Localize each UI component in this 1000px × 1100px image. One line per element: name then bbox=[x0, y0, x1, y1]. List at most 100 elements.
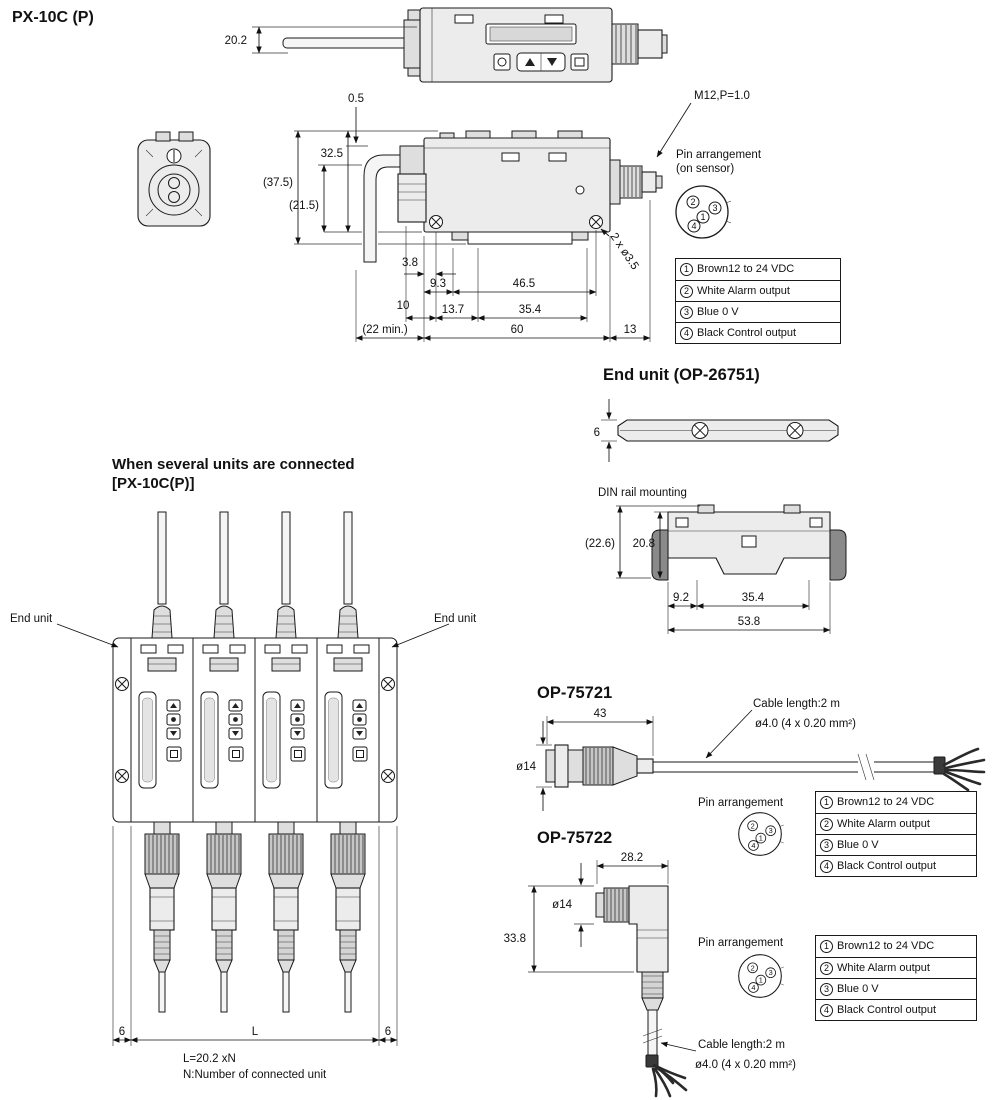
dim-6-left: 6 bbox=[119, 1026, 125, 1038]
multi-unit-heading-2: [PX-10C(P)] bbox=[112, 475, 195, 492]
op75722-pin-title: Pin arrangement bbox=[698, 937, 784, 949]
cable-length-label: Cable length:2 m bbox=[698, 1039, 785, 1051]
cable-length-label: Cable length:2 m bbox=[753, 698, 840, 710]
table-row: 1 Brown12 to 24 VDC bbox=[816, 792, 976, 813]
pin-label: Black Control output bbox=[697, 326, 797, 339]
dim-28-2: 28.2 bbox=[621, 852, 643, 864]
dim-43: 43 bbox=[594, 708, 607, 720]
bent-cable bbox=[363, 154, 401, 263]
cable-break-mark bbox=[857, 753, 875, 781]
table-row: 2 White Alarm output bbox=[676, 280, 840, 301]
table-row: 2 White Alarm output bbox=[816, 957, 976, 978]
op75722-heading: OP-75722 bbox=[537, 829, 612, 847]
dim-9-2: 9.2 bbox=[673, 592, 689, 604]
table-row: 3 Blue 0 V bbox=[816, 978, 976, 999]
pin-number-badge: 4 bbox=[820, 859, 833, 873]
pin-label: Black Control output bbox=[837, 859, 937, 872]
length-formula: L=20.2 xN bbox=[183, 1053, 236, 1065]
cable-spec-label: ø4.0 (4 x 0.20 mm²) bbox=[755, 718, 856, 730]
din-clip-right bbox=[829, 529, 847, 581]
pin-arrangement-title: Pin arrangement bbox=[676, 149, 762, 161]
set-button bbox=[570, 53, 589, 71]
frayed-cable-end bbox=[645, 1054, 659, 1068]
table-row: 4 Black Control output bbox=[676, 322, 840, 343]
end-unit-label-right: End unit bbox=[434, 613, 477, 625]
pin-number-badge: 4 bbox=[820, 1003, 833, 1017]
pin-arrangement-sensor: Pin arrangement (on sensor) bbox=[675, 149, 762, 239]
dim-13: 13 bbox=[624, 324, 637, 336]
op75721-section: OP-75721 43 ø14 Cable length:2 m ø4.0 (4… bbox=[516, 684, 986, 856]
table-row: 4 Black Control output bbox=[816, 855, 976, 876]
dim-9-3: 9.3 bbox=[430, 278, 446, 290]
multi-unit-section: When several units are connected [PX-10C… bbox=[10, 456, 477, 1081]
dim-13-7: 13.7 bbox=[442, 304, 464, 316]
pin-number-badge: 2 bbox=[820, 961, 833, 975]
pin-number-badge: 1 bbox=[820, 940, 833, 953]
pin-label: Blue 0 V bbox=[837, 838, 879, 851]
dim-dia14: ø14 bbox=[552, 899, 572, 911]
op75722-section: OP-75722 28.2 ø14 33.8 Pin arrangement bbox=[504, 829, 796, 1098]
m12-socket-flange bbox=[554, 744, 569, 788]
connector-knurl bbox=[603, 887, 630, 923]
pin-label: White Alarm output bbox=[837, 961, 930, 974]
dim-32-5: 32.5 bbox=[321, 148, 343, 160]
dim-60: 60 bbox=[511, 324, 524, 336]
table-row: 1 Brown12 to 24 VDC bbox=[676, 259, 840, 280]
mounting-screw-right bbox=[589, 215, 603, 229]
dim-dia14: ø14 bbox=[516, 761, 536, 773]
pin-label: Brown12 to 24 VDC bbox=[837, 796, 935, 808]
elbow-body bbox=[628, 885, 669, 973]
dim-35-4-end: 35.4 bbox=[742, 592, 765, 604]
mode-button bbox=[493, 53, 511, 71]
m12-connector-knurl bbox=[619, 165, 643, 199]
holes-label: 2 x ø3.5 bbox=[608, 231, 641, 272]
pin-arrangement-subtitle: (on sensor) bbox=[676, 163, 734, 175]
pin-label: Blue 0 V bbox=[697, 305, 739, 318]
sensor-top-view: 20.2 bbox=[225, 7, 668, 83]
sensor-body-side bbox=[423, 137, 611, 233]
thread-label: M12,P=1.0 bbox=[694, 90, 750, 102]
op75721-heading: OP-75721 bbox=[537, 684, 612, 702]
fiber-cable bbox=[282, 37, 414, 49]
dim-20-2: 20.2 bbox=[225, 35, 247, 47]
dim-35-4: 35.4 bbox=[519, 304, 542, 316]
op75721-pin-title: Pin arrangement bbox=[698, 797, 784, 809]
pin-label: Brown12 to 24 VDC bbox=[697, 263, 795, 275]
end-unit-heading: End unit (OP-26751) bbox=[603, 366, 760, 384]
pin-number-badge: 1 bbox=[820, 796, 833, 809]
cable-break-mark bbox=[642, 1028, 663, 1044]
dim-6-right: 6 bbox=[385, 1026, 391, 1038]
pin-number-badge: 4 bbox=[680, 326, 693, 340]
pin-number-badge: 2 bbox=[820, 817, 833, 831]
mounting-screw-left bbox=[429, 215, 443, 229]
dim-20-8: 20.8 bbox=[633, 538, 655, 550]
cable-spec-label: ø4.0 (4 x 0.20 mm²) bbox=[695, 1059, 796, 1071]
sensor-body-top bbox=[419, 7, 613, 83]
dim-21-5: (21.5) bbox=[289, 200, 319, 212]
pin-label: Blue 0 V bbox=[837, 982, 879, 995]
dim-0-5: 0.5 bbox=[348, 93, 364, 105]
pin-number-badge: 3 bbox=[820, 982, 833, 996]
dim-L: L bbox=[252, 1026, 259, 1038]
dim-33-8: 33.8 bbox=[504, 933, 526, 945]
pin-number-badge: 1 bbox=[680, 263, 693, 276]
dim-46-5: 46.5 bbox=[513, 278, 535, 290]
pin-number-badge: 2 bbox=[680, 284, 693, 298]
dim-6-thickness: 6 bbox=[594, 427, 600, 439]
down-arrow-icon bbox=[547, 58, 557, 66]
dim-3-8: 3.8 bbox=[402, 257, 418, 269]
length-note: N:Number of connected unit bbox=[183, 1069, 327, 1081]
din-rail-label: DIN rail mounting bbox=[598, 487, 687, 499]
pin-label: White Alarm output bbox=[697, 284, 790, 297]
mounting-bracket-front-view bbox=[137, 131, 211, 227]
sensor-side-view: 0.5 M12,P=1.0 (37.5) 32.5 (21.5) 3.8 bbox=[263, 90, 750, 342]
